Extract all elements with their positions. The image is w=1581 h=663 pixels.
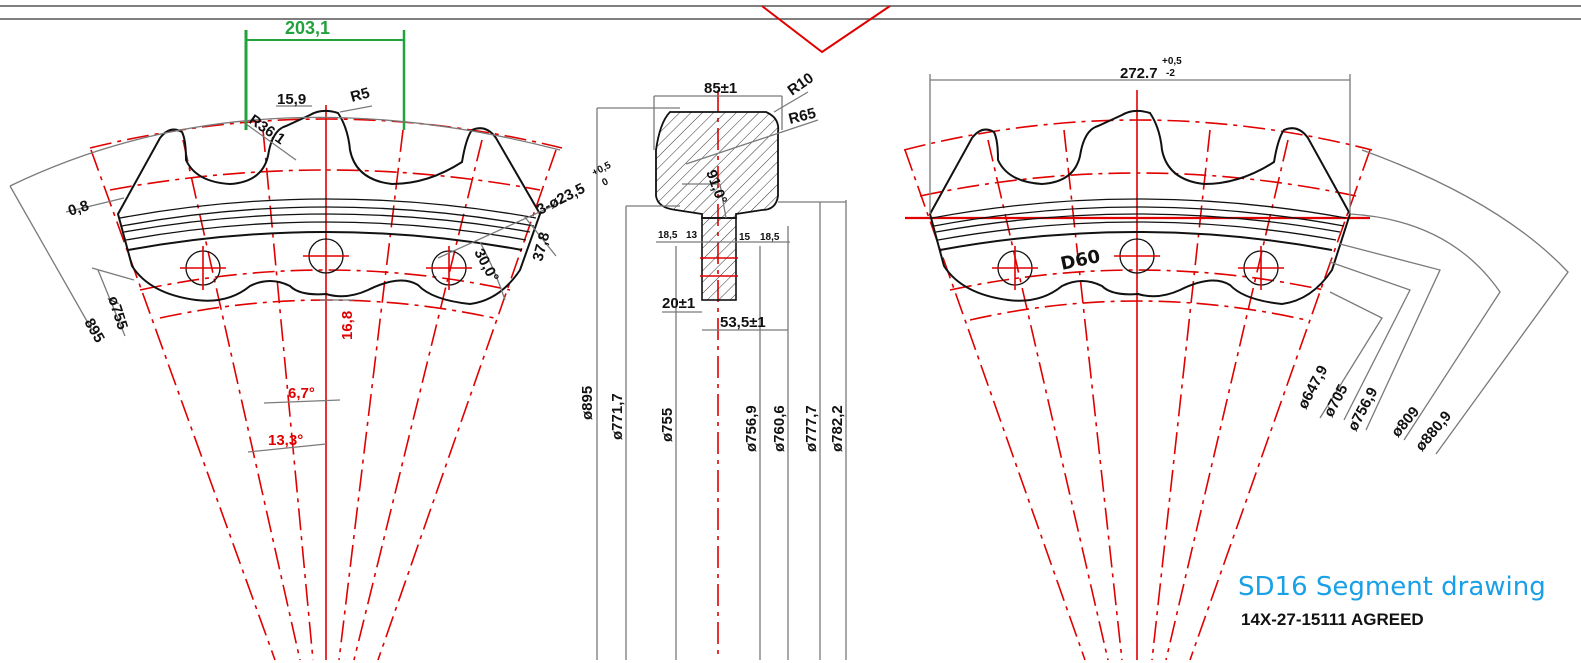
left-dim-dia-895: 895 bbox=[81, 316, 108, 346]
left-segment-view: 203,1 15,9 R5 R36,1 0,8 3-ø23,5 +0,5 0 3… bbox=[9, 18, 613, 661]
section-dim-13: 13 bbox=[686, 230, 698, 241]
left-dim-pitch-angle: 30,0° bbox=[470, 246, 502, 285]
section-dim-dia-7717: ø771,7 bbox=[609, 393, 626, 440]
right-segment-outline bbox=[928, 109, 1352, 306]
section-dim-dia-7777: ø777,7 bbox=[803, 405, 820, 452]
section-dim-185-left: 18,5 bbox=[658, 230, 678, 241]
left-dim-hole-tol-lower: 0 bbox=[600, 176, 610, 189]
chord-label: 203,1 bbox=[285, 18, 330, 38]
right-dim-chord-tol-lower: -2 bbox=[1166, 68, 1175, 79]
drawing-part-number: 14X-27-15111 AGREED bbox=[1241, 610, 1424, 629]
right-dim-chord-tol-upper: +0,5 bbox=[1162, 56, 1182, 67]
right-segment-view: D60 272.7 +0,5 -2 ø647,9 ø705 ø756,9 ø80… bbox=[903, 56, 1569, 661]
section-dim-r10: R10 bbox=[785, 70, 817, 100]
left-dim-angle-full: 13,3° bbox=[268, 432, 303, 449]
left-dim-thickness: 37,8 bbox=[529, 230, 553, 263]
section-dim-dia-755: ø755 bbox=[659, 408, 676, 442]
section-dim-web: 20±1 bbox=[662, 295, 695, 312]
section-dim-185-right: 18,5 bbox=[760, 232, 780, 243]
left-segment-outline bbox=[116, 109, 542, 306]
section-dim-dia-895: ø895 bbox=[579, 386, 596, 420]
section-dim-dia-7606: ø760,6 bbox=[771, 405, 788, 452]
section-dim-dia-7822: ø782,2 bbox=[829, 405, 846, 452]
section-view: 85±1 R10 R65 91,0° 18,5 13 15 18,5 20±1 … bbox=[579, 70, 847, 660]
frame-border bbox=[0, 5, 1581, 54]
drawing-title: SD16 Segment drawing bbox=[1238, 572, 1546, 602]
section-dim-dia-7569: ø756,9 bbox=[743, 405, 760, 452]
left-dim-tooth-width: 15,9 bbox=[277, 91, 306, 108]
left-dim-tip-radius: R5 bbox=[349, 84, 372, 105]
left-dim-dia-755: ø755 bbox=[104, 294, 131, 332]
section-dim-width-top: 85±1 bbox=[704, 80, 737, 97]
left-dim-root-radius: R36,1 bbox=[246, 111, 289, 148]
left-dim-angle-half: 6,7° bbox=[288, 385, 315, 402]
section-dim-hub: 53,5±1 bbox=[720, 314, 766, 331]
left-dim-offset: 0,8 bbox=[66, 197, 91, 220]
left-radial-centerlines bbox=[90, 105, 557, 661]
left-dim-hole-note: 3-ø23,5 bbox=[534, 180, 588, 219]
left-dim-hole-tol-upper: +0,5 bbox=[590, 160, 613, 179]
right-mark-d60: D60 bbox=[1059, 246, 1102, 275]
right-dim-chord: 272.7 bbox=[1120, 65, 1158, 82]
left-dim-height-red: 16,8 bbox=[339, 311, 356, 340]
section-dim-r65: R65 bbox=[787, 105, 818, 128]
chord-dimension-green: 203,1 bbox=[244, 18, 406, 130]
section-dim-15: 15 bbox=[739, 232, 751, 243]
right-dim-dia-809: ø809 bbox=[1388, 403, 1423, 440]
